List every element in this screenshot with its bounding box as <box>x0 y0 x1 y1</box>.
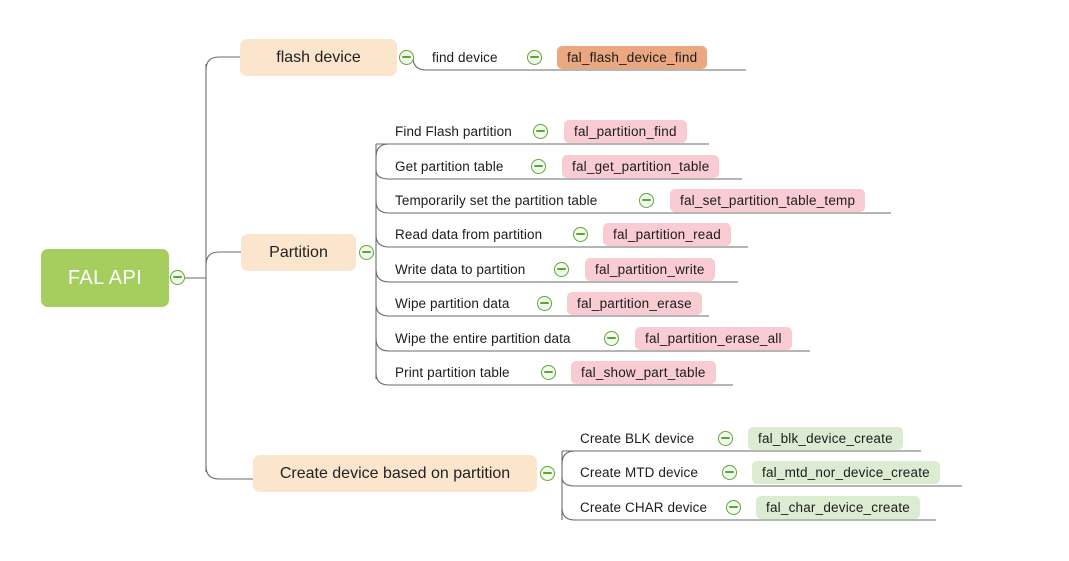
collapse-minus-icon-create-device[interactable] <box>540 466 555 481</box>
leaf-label-create-char-device[interactable]: Create CHAR device <box>580 500 708 515</box>
branch-node-label: Partition <box>269 243 328 261</box>
branch-node-label: flash device <box>276 48 361 66</box>
leaf-label-get-partition-table[interactable]: Get partition table <box>395 159 504 174</box>
collapse-minus-icon-read-data-from-partition[interactable] <box>573 227 588 242</box>
collapse-minus-icon-create-blk-device[interactable] <box>718 431 733 446</box>
api-badge-fal-flash-device-find[interactable]: fal_flash_device_find <box>557 46 708 69</box>
api-badge-fal-blk-device-create[interactable]: fal_blk_device_create <box>748 427 903 450</box>
collapse-minus-icon-write-data-to-partition[interactable] <box>554 262 569 277</box>
collapse-minus-icon-find-device[interactable] <box>527 50 542 65</box>
leaf-label-temporarily-set-the-partition-table[interactable]: Temporarily set the partition table <box>395 193 598 208</box>
branch-node-create-device-based-on-partition[interactable]: Create device based on partition <box>253 455 537 492</box>
collapse-minus-icon-temporarily-set-the-partition-table[interactable] <box>639 193 654 208</box>
collapse-minus-icon-root[interactable] <box>170 270 185 285</box>
collapse-minus-icon-print-partition-table[interactable] <box>541 365 556 380</box>
leaf-label-read-data-from-partition[interactable]: Read data from partition <box>395 227 543 242</box>
leaf-label-print-partition-table[interactable]: Print partition table <box>395 365 510 380</box>
leaf-label-write-data-to-partition[interactable]: Write data to partition <box>395 262 526 277</box>
collapse-minus-icon-partition[interactable] <box>359 245 374 260</box>
collapse-minus-icon-create-char-device[interactable] <box>726 500 741 515</box>
collapse-minus-icon-get-partition-table[interactable] <box>531 159 546 174</box>
leaf-label-create-blk-device[interactable]: Create BLK device <box>580 431 695 446</box>
collapse-minus-icon-wipe-partition-data[interactable] <box>537 296 552 311</box>
collapse-minus-icon-find-flash-partition[interactable] <box>533 124 548 139</box>
api-badge-fal-get-partition-table[interactable]: fal_get_partition_table <box>562 155 720 178</box>
leaf-label-wipe-the-entire-partition-data[interactable]: Wipe the entire partition data <box>395 331 571 346</box>
api-badge-fal-mtd-nor-device-create[interactable]: fal_mtd_nor_device_create <box>752 461 940 484</box>
collapse-minus-icon-create-mtd-device[interactable] <box>722 465 737 480</box>
branch-node-partition[interactable]: Partition <box>241 234 356 271</box>
root-node-fal-api[interactable]: FAL API <box>41 249 169 307</box>
leaf-label-find-flash-partition[interactable]: Find Flash partition <box>395 124 512 139</box>
api-badge-fal-partition-write[interactable]: fal_partition_write <box>585 258 715 281</box>
api-badge-fal-char-device-create[interactable]: fal_char_device_create <box>756 496 920 519</box>
leaf-label-create-mtd-device[interactable]: Create MTD device <box>580 465 698 480</box>
api-badge-fal-partition-find[interactable]: fal_partition_find <box>564 120 687 143</box>
branch-node-label: Create device based on partition <box>279 464 511 482</box>
collapse-minus-icon-flash-device[interactable] <box>399 50 414 65</box>
api-badge-fal-partition-erase-all[interactable]: fal_partition_erase_all <box>635 327 792 350</box>
root-node-label: FAL API <box>67 266 143 289</box>
api-badge-fal-set-partition-table-temp[interactable]: fal_set_partition_table_temp <box>670 189 866 212</box>
leaf-label-find-device[interactable]: find device <box>432 50 498 65</box>
api-badge-fal-partition-erase[interactable]: fal_partition_erase <box>567 292 702 315</box>
api-badge-fal-show-part-table[interactable]: fal_show_part_table <box>571 361 716 384</box>
branch-node-flash-device[interactable]: flash device <box>240 39 397 76</box>
collapse-minus-icon-wipe-the-entire-partition-data[interactable] <box>604 331 619 346</box>
api-badge-fal-partition-read[interactable]: fal_partition_read <box>603 223 731 246</box>
leaf-label-wipe-partition-data[interactable]: Wipe partition data <box>395 296 510 311</box>
